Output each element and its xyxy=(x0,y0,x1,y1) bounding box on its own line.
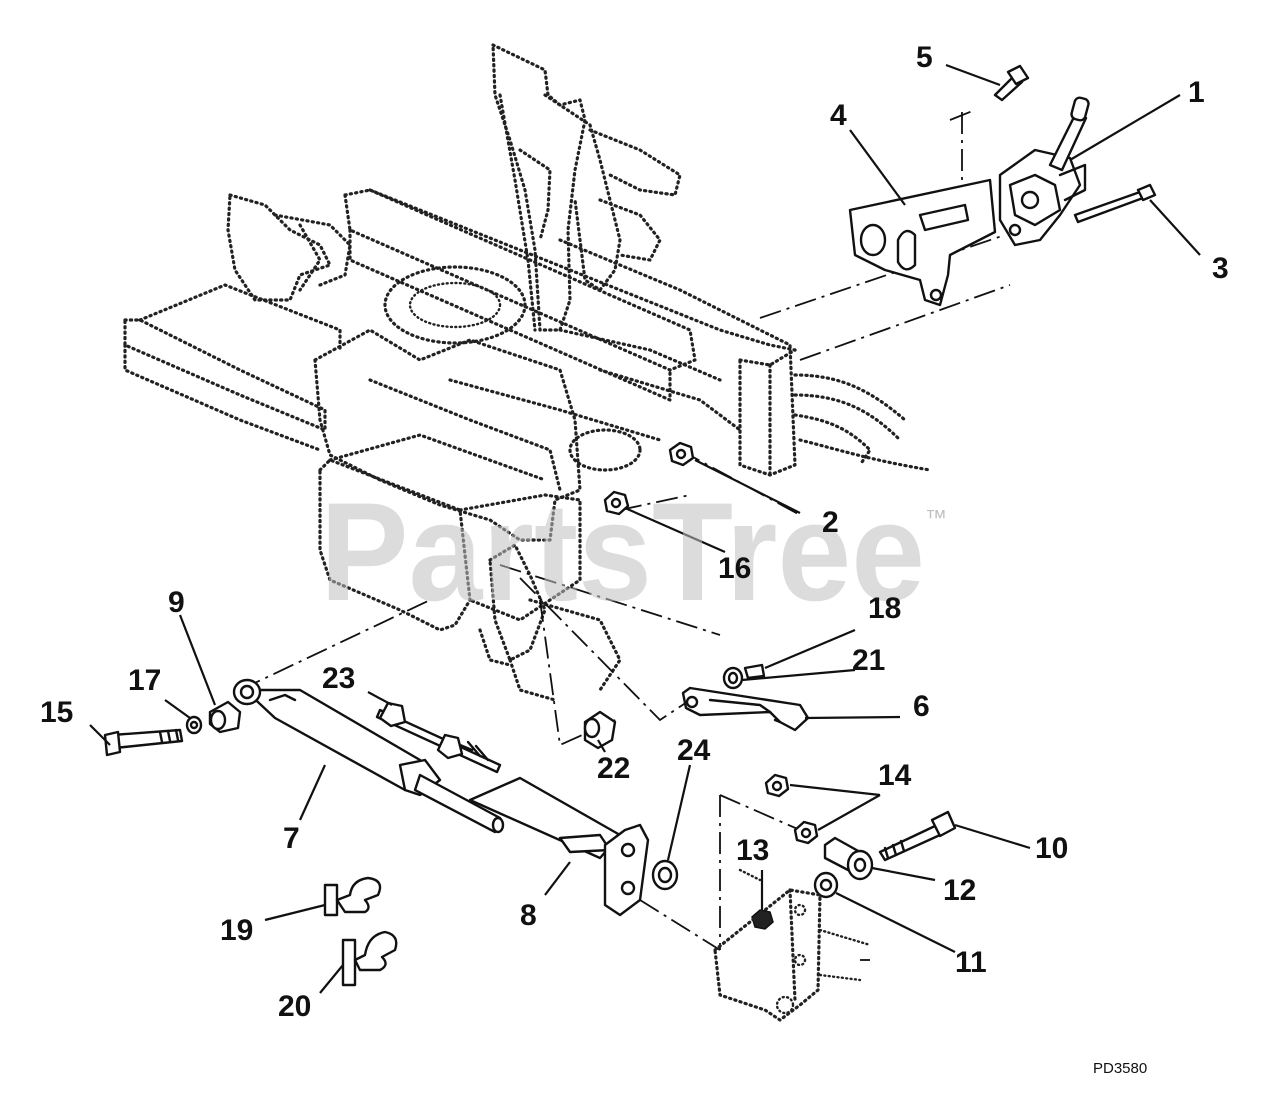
part-23-adjuster-rod[interactable] xyxy=(375,701,502,774)
tractor-frame xyxy=(123,43,932,702)
callout-22: 22 xyxy=(597,752,630,785)
part-3-bolt[interactable] xyxy=(1073,183,1157,224)
callout-2: 2 xyxy=(822,506,839,539)
part-4-valve-bracket[interactable] xyxy=(848,178,997,307)
part-21-bushing[interactable] xyxy=(722,666,744,690)
callout-16: 16 xyxy=(718,552,751,585)
callout-18: 18 xyxy=(868,592,901,625)
part-15-bolt[interactable] xyxy=(103,728,184,757)
callout-13: 13 xyxy=(736,834,769,867)
callout-17: 17 xyxy=(128,664,161,697)
leader-lines xyxy=(89,63,1201,994)
part-1-control-valve[interactable] xyxy=(998,96,1090,247)
lower-right-bracket xyxy=(713,888,872,1022)
callout-20: 20 xyxy=(278,990,311,1023)
part-7-hydraulic-cylinder[interactable] xyxy=(232,678,505,834)
part-5-screw[interactable] xyxy=(993,64,1030,102)
callout-10: 10 xyxy=(1035,832,1068,865)
callout-3: 3 xyxy=(1212,252,1229,285)
callout-6: 6 xyxy=(913,690,930,723)
callout-14: 14 xyxy=(878,759,912,792)
part-24-nut[interactable] xyxy=(651,859,679,891)
part-17-washer[interactable] xyxy=(185,715,203,735)
part-19-clip[interactable] xyxy=(323,876,382,917)
watermark-text: PartsTree xyxy=(320,473,925,630)
callout-11: 11 xyxy=(955,946,987,979)
callout-8: 8 xyxy=(520,899,537,932)
part-9-spacer[interactable] xyxy=(208,700,242,734)
part-22-spacer[interactable] xyxy=(583,710,617,750)
callout-labels: 1 2 3 4 5 6 7 8 9 10 11 12 13 14 15 16 1… xyxy=(40,41,1229,1023)
callout-5: 5 xyxy=(916,41,933,74)
part-16-nut[interactable] xyxy=(603,490,630,516)
watermark: PartsTree ™ xyxy=(320,473,947,630)
callout-7: 7 xyxy=(283,822,300,855)
part-20-clip[interactable] xyxy=(341,930,398,987)
callout-23: 23 xyxy=(322,662,355,695)
callout-1: 1 xyxy=(1188,76,1205,109)
drawing-id: PD3580 xyxy=(1093,1060,1147,1077)
callout-12: 12 xyxy=(943,874,976,907)
callout-21: 21 xyxy=(852,644,885,677)
trademark-symbol: ™ xyxy=(925,505,947,530)
part-8-lift-plate[interactable] xyxy=(468,776,650,917)
part-11-washer[interactable] xyxy=(813,871,839,899)
callout-24: 24 xyxy=(677,734,711,767)
part-12-rod-end[interactable] xyxy=(823,836,874,881)
callout-4: 4 xyxy=(830,99,847,132)
callout-19: 19 xyxy=(220,914,253,947)
part-2-nut[interactable] xyxy=(668,441,695,467)
part-10-bolt[interactable] xyxy=(878,810,957,862)
callout-15: 15 xyxy=(40,696,73,729)
part-14-nuts[interactable] xyxy=(764,773,819,845)
part-18-screw[interactable] xyxy=(743,663,766,680)
part-6-link[interactable] xyxy=(681,686,810,732)
callout-9: 9 xyxy=(168,586,185,619)
